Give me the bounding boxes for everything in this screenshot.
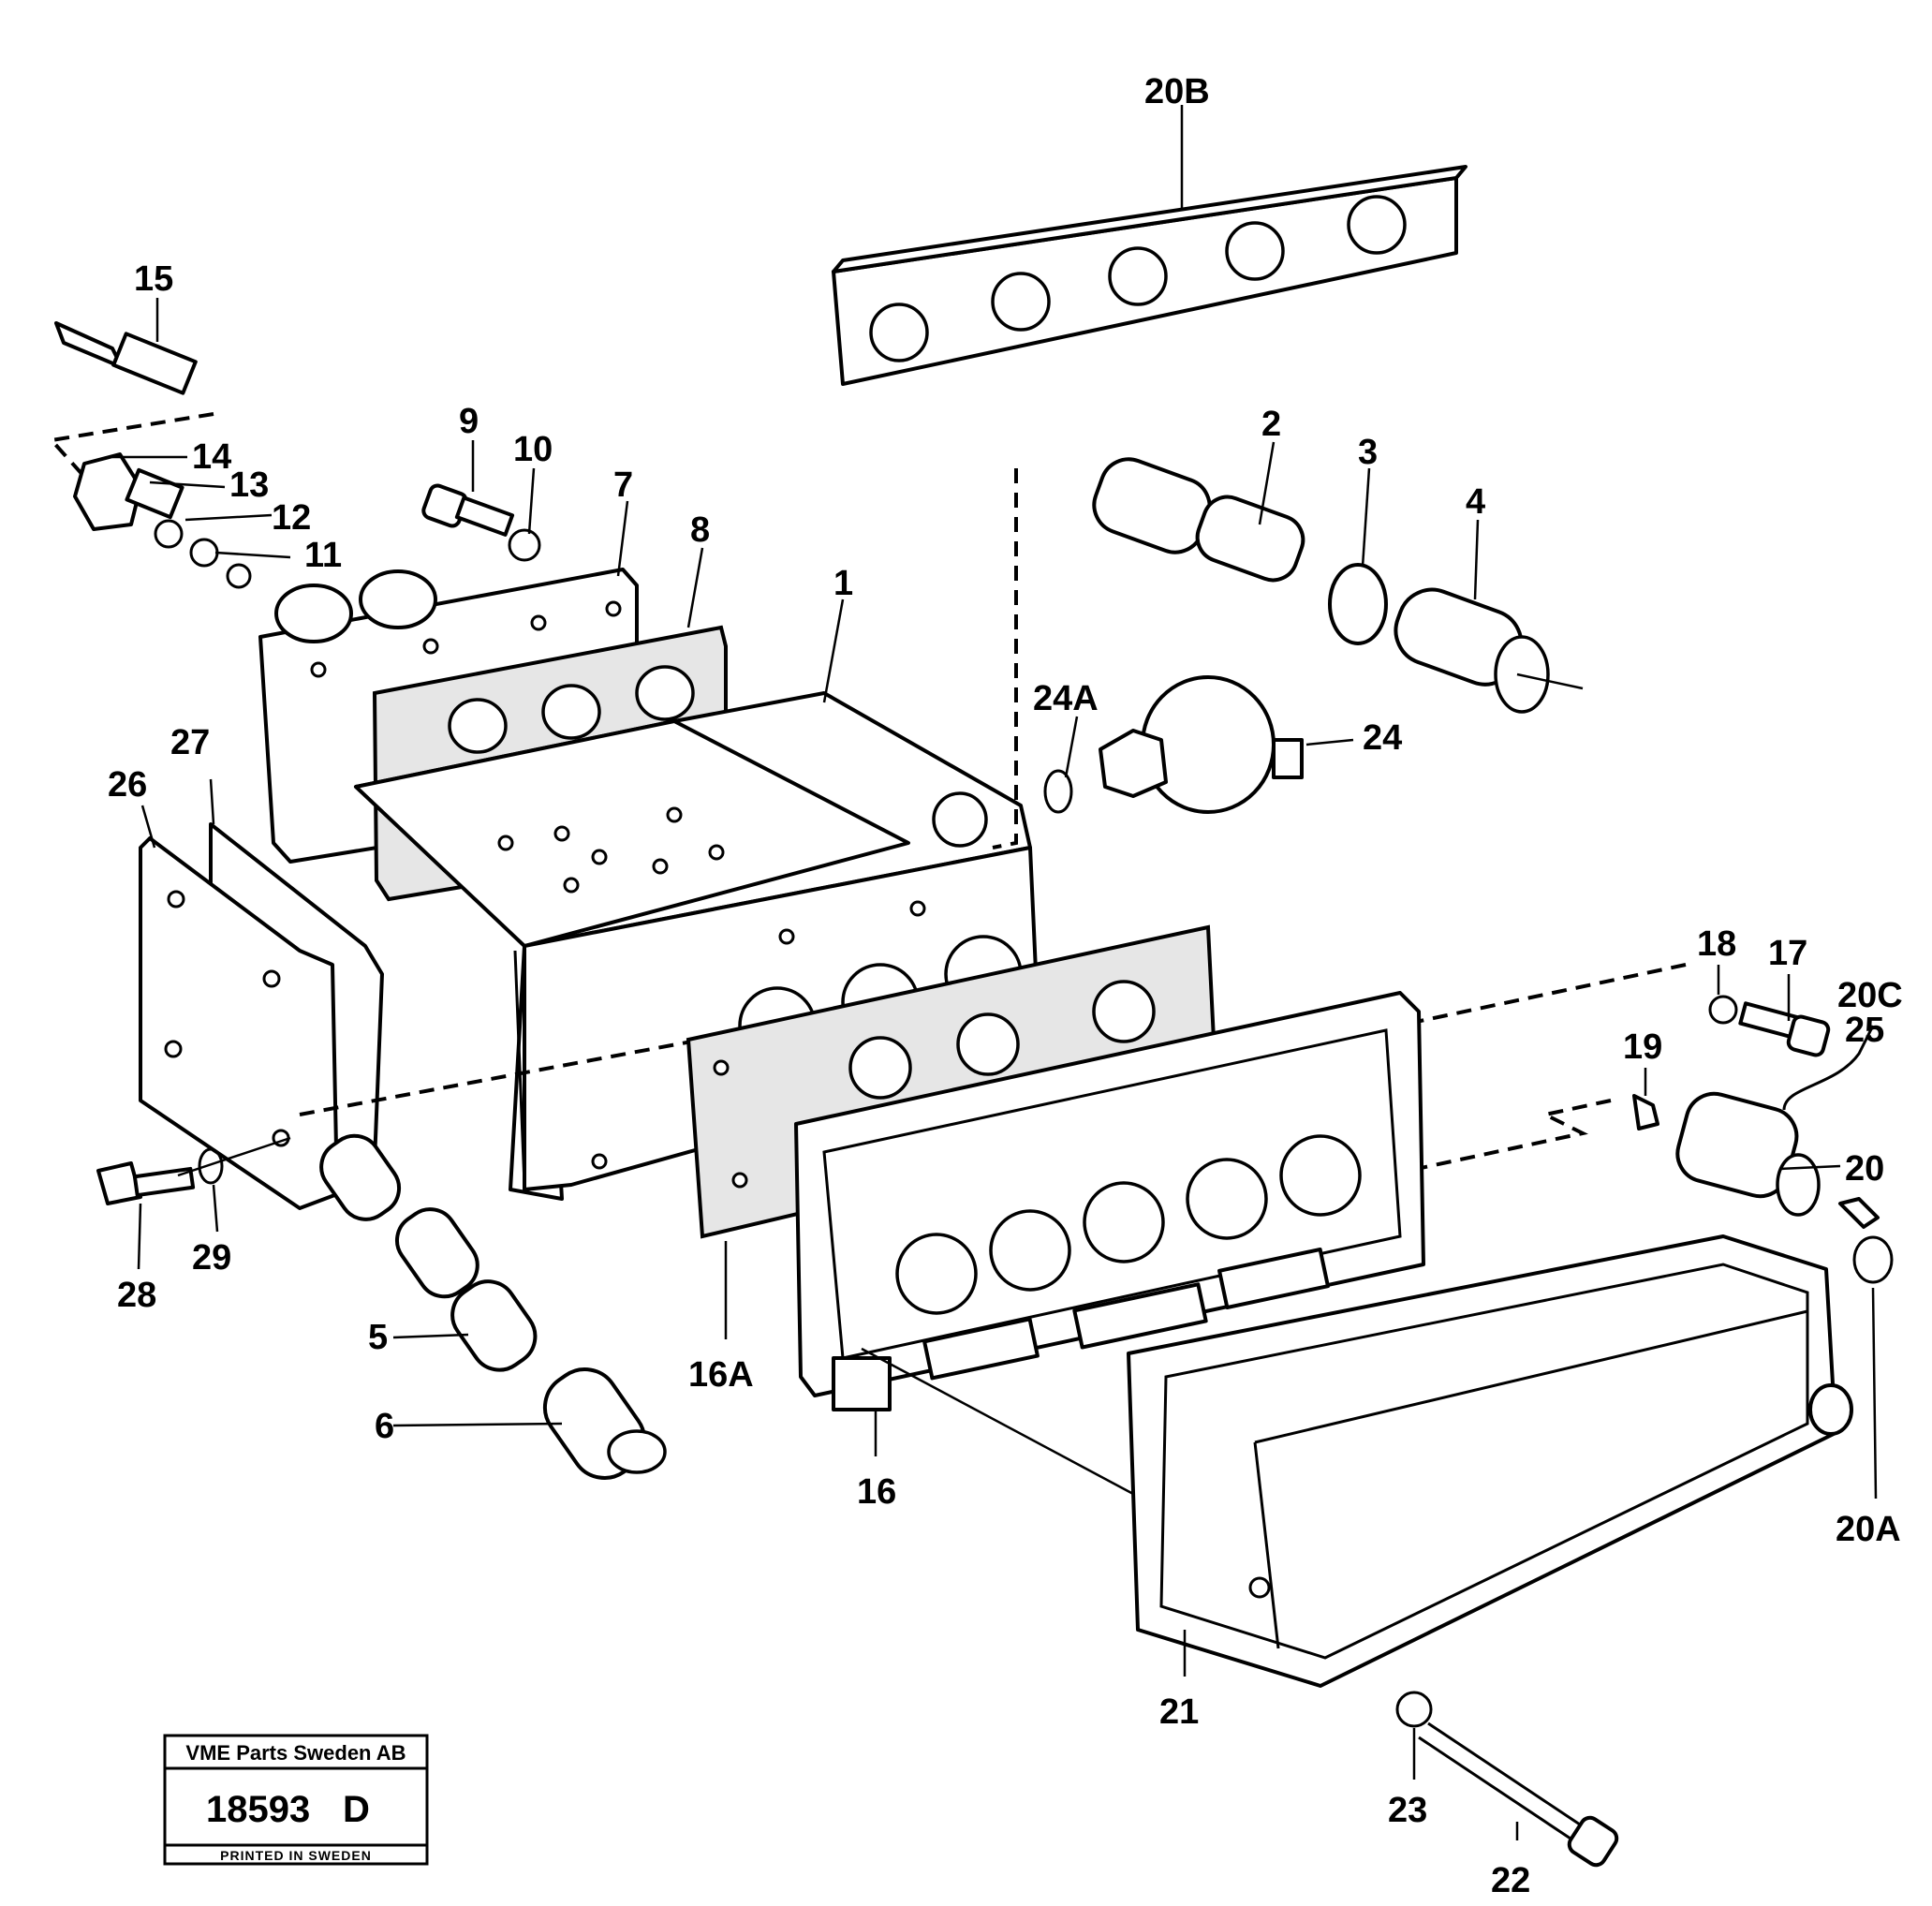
label-11: 11 <box>304 536 342 575</box>
label-15: 15 <box>134 259 173 299</box>
label-20a: 20A <box>1836 1510 1901 1549</box>
stamp-suffix: D <box>343 1789 370 1830</box>
label-20: 20 <box>1845 1149 1884 1189</box>
part-21-cover <box>1127 1234 1853 1688</box>
label-2: 2 <box>1261 405 1281 444</box>
label-26: 26 <box>108 765 147 805</box>
label-14: 14 <box>192 437 231 477</box>
part-4-spring <box>1394 587 1584 714</box>
label-19: 19 <box>1623 1027 1662 1067</box>
part-3-ring <box>1328 563 1388 645</box>
stamp-box: VME Parts Sweden AB 18593 D PRINTED IN S… <box>163 1734 429 1866</box>
part-labels: 20B 15 9 10 14 13 12 11 7 8 1 2 3 4 24A … <box>108 72 1903 1900</box>
label-10: 10 <box>513 430 553 469</box>
label-6: 6 <box>375 1407 394 1446</box>
part-17-bolt <box>1738 1001 1831 1057</box>
label-4: 4 <box>1466 482 1485 522</box>
stamp-footer: PRINTED IN SWEDEN <box>220 1848 372 1863</box>
part-9-bolt <box>421 483 515 537</box>
part-12-washer <box>189 538 219 568</box>
part-24-switch <box>1099 675 1304 814</box>
part-13-washer <box>154 519 184 549</box>
label-24a: 24A <box>1033 679 1099 718</box>
label-25: 25 <box>1845 1011 1884 1050</box>
part-20-solenoid <box>1675 1091 1821 1217</box>
label-16a: 16A <box>688 1355 754 1395</box>
label-18: 18 <box>1697 924 1736 964</box>
part-2-spool <box>1092 457 1305 583</box>
part-20b-bracket <box>832 165 1467 386</box>
label-21: 21 <box>1159 1692 1199 1732</box>
part-16-plate <box>794 991 1425 1411</box>
part-11-oring <box>226 563 252 589</box>
part-20a-clip <box>1838 1197 1894 1284</box>
label-28: 28 <box>117 1276 156 1315</box>
label-23: 23 <box>1388 1791 1427 1830</box>
leader-lines <box>112 105 1878 1840</box>
label-7: 7 <box>613 465 633 505</box>
label-16: 16 <box>857 1472 896 1512</box>
label-13: 13 <box>229 465 269 505</box>
part-15-cable <box>48 321 214 489</box>
part-22-bolt <box>1418 1721 1619 1868</box>
dashed-line-5 <box>299 1024 778 1116</box>
part-24a-oring <box>1043 769 1073 814</box>
stamp-number: 18593 <box>206 1789 310 1830</box>
label-20c: 20C <box>1837 976 1903 1015</box>
part-10-washer <box>508 528 541 562</box>
part-23-washer <box>1395 1691 1433 1728</box>
label-5: 5 <box>368 1318 388 1357</box>
label-22: 22 <box>1491 1861 1530 1900</box>
label-27: 27 <box>170 723 210 762</box>
part-28-bolt <box>96 1161 196 1205</box>
label-1: 1 <box>833 564 853 603</box>
part-14-fitting <box>73 452 184 531</box>
part-19-fitting <box>1632 1094 1659 1130</box>
part-26-plate <box>139 836 339 1210</box>
part-18-washer <box>1708 995 1738 1025</box>
part-29-washer <box>198 1147 224 1185</box>
part-6-spring <box>542 1367 667 1480</box>
label-29: 29 <box>192 1238 231 1278</box>
label-8: 8 <box>690 510 710 550</box>
stamp-company: VME Parts Sweden AB <box>185 1741 406 1765</box>
dashed-line-2 <box>992 468 1018 850</box>
label-17: 17 <box>1768 934 1807 973</box>
label-12: 12 <box>272 498 311 538</box>
label-3: 3 <box>1358 433 1378 472</box>
part-5-spool <box>319 1133 538 1372</box>
part-25-wire <box>1782 1025 1875 1111</box>
dashed-line-19 <box>1385 1099 1612 1177</box>
dashed-line-17 <box>889 963 1687 1135</box>
label-20b: 20B <box>1144 72 1210 111</box>
label-24: 24 <box>1363 718 1402 758</box>
label-9: 9 <box>459 402 479 441</box>
